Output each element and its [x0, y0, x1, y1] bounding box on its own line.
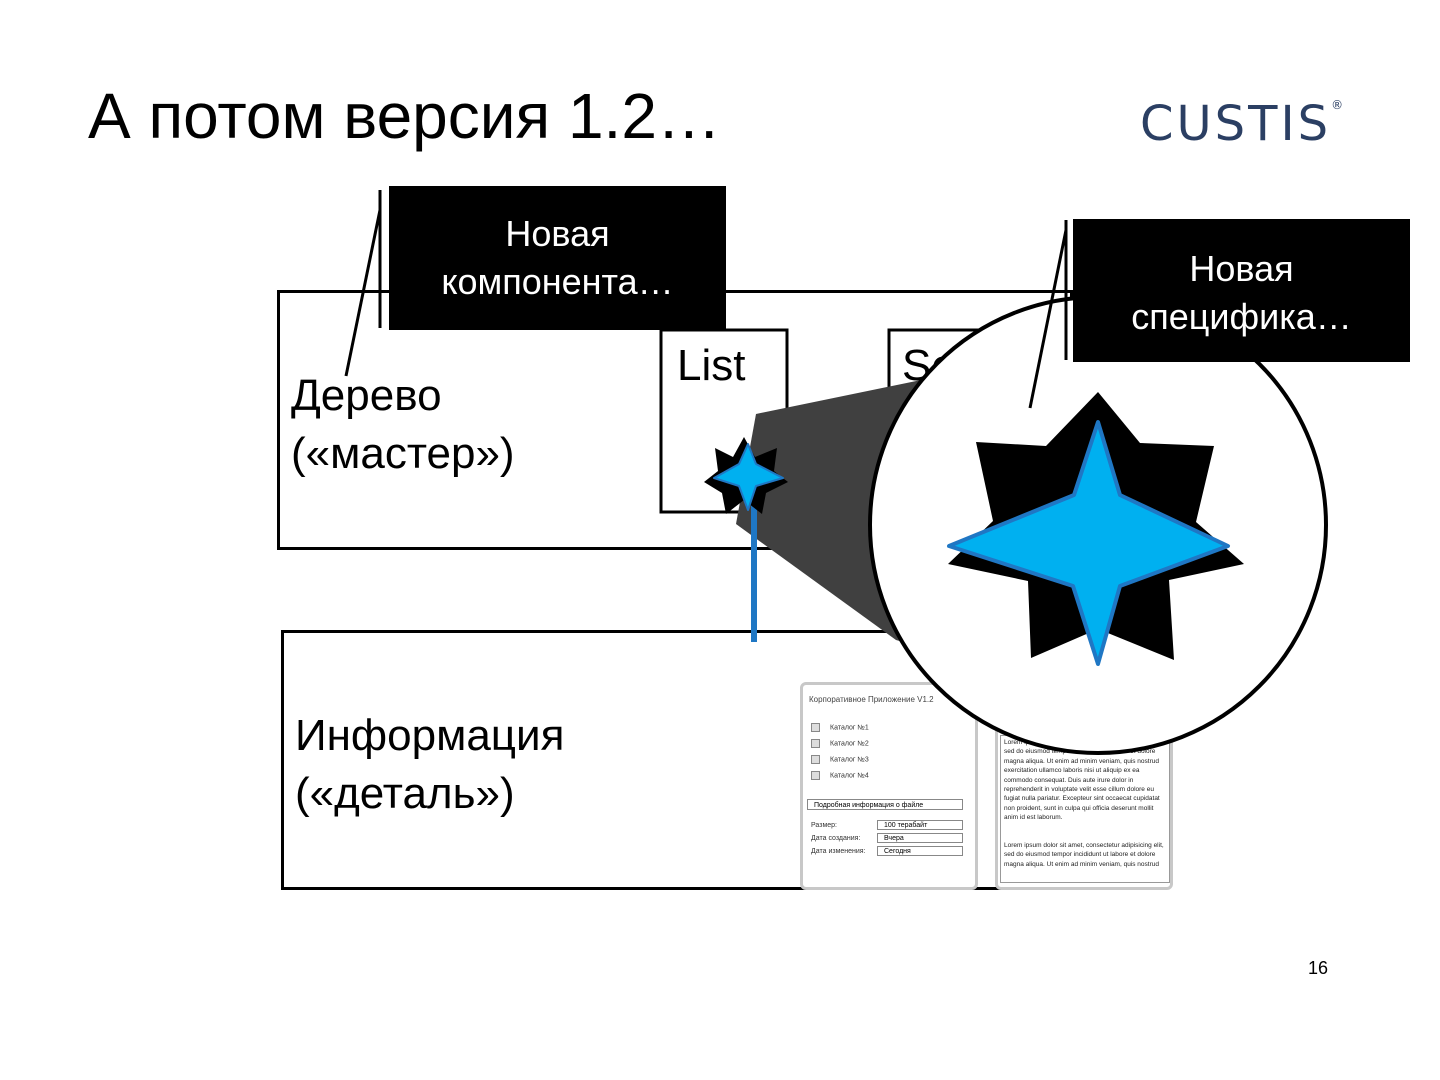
new-specific-callout: Новая специфика…: [1073, 219, 1410, 362]
component-line2: компонента…: [441, 261, 674, 302]
expand-icon: [811, 755, 820, 764]
catalog-item: Каталог №4: [811, 771, 869, 780]
catalog-item: Каталог №2: [811, 739, 869, 748]
size-value: 100 терабайт: [877, 820, 963, 830]
master-label-line1: Дерево: [291, 371, 442, 420]
zoom-lens: [868, 296, 1328, 755]
new-component-callout: Новая компонента…: [389, 186, 726, 330]
size-label: Размер:: [811, 822, 838, 829]
master-label-line2: («мастер»): [291, 429, 515, 478]
list-label: List: [677, 341, 746, 390]
custis-logo: CUSTIS®: [1140, 96, 1343, 152]
detail-label-line1: Информация: [295, 711, 565, 760]
detail-label-line2: («деталь»): [295, 769, 515, 818]
modified-label: Дата изменения:: [811, 848, 866, 855]
lorem-paragraph-2: Lorem ipsum dolor sit amet, consectetur …: [1004, 842, 1164, 868]
big-star-blue-icon: [947, 420, 1230, 666]
expand-icon: [811, 723, 820, 732]
file-info-header: Подробная информация о файле: [807, 799, 963, 810]
registered-mark: ®: [1331, 98, 1344, 112]
small-star-icon: [704, 437, 788, 514]
specific-line1: Новая: [1189, 248, 1294, 289]
logo-text: CUSTIS: [1140, 96, 1332, 152]
expand-icon: [811, 739, 820, 748]
specific-line2: специфика…: [1131, 296, 1352, 337]
callout-pointer: [344, 209, 382, 377]
expand-icon: [811, 771, 820, 780]
catalog-item: Каталог №1: [811, 723, 869, 732]
mock-app-window: Корпоративное Приложение V1.2 Каталог №1…: [800, 682, 978, 890]
page-number: 16: [1308, 958, 1329, 978]
component-line1: Новая: [505, 213, 610, 254]
specific-pointer: [1028, 220, 1068, 409]
modified-value: Сегодня: [877, 846, 963, 856]
catalog-item: Каталог №3: [811, 755, 869, 764]
created-label: Дата создания:: [811, 835, 861, 842]
mock-window-title: Корпоративное Приложение V1.2: [809, 695, 934, 704]
slide-title: А потом версия 1.2…: [88, 80, 721, 152]
created-value: Вчера: [877, 833, 963, 843]
